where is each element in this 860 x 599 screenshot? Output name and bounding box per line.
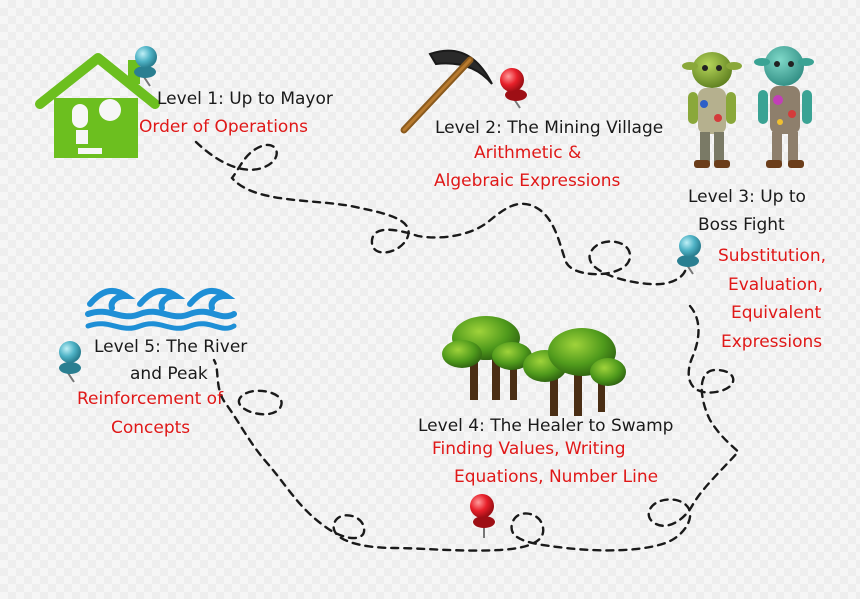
dashed-loop-level5 [237,389,283,416]
pin-icon-level-5 [59,341,81,383]
waves-icon [85,287,237,331]
level-5-topic-line-2: Concepts [111,418,191,438]
level-4-title: Level 4: The Healer to Swamp [418,416,674,436]
pin-icon-level-1 [134,46,157,87]
goblins-icon [682,46,814,168]
level-3-topic-line-4: Expressions [721,332,823,352]
dashed-trail [194,140,688,286]
level-3-topic-line-1: Substitution, [718,246,827,266]
level-4-topic-line-1: Finding Values, Writing [432,439,626,459]
level-2-title: Level 2: The Mining Village [435,118,664,138]
pin-icon-level-2 [500,68,527,109]
level-5-topic-line-1: Reinforcement of [77,389,224,409]
pickaxe-icon [400,49,493,134]
level-4-topic-line-2: Equations, Number Line [454,467,659,487]
level-3-topic-line-2: Evaluation, [728,275,824,295]
dashed-trail-2 [212,304,740,552]
level-2-topic-line-2: Algebraic Expressions [434,171,621,191]
level-2-topic-line-1: Arithmetic & [474,143,582,163]
level-5-title-line-2: and Peak [130,364,208,384]
level-1-title: Level 1: Up to Mayor [157,89,333,109]
trees-icon [442,316,626,416]
pin-icon-level-4 [470,494,495,538]
level-5-title-line-1: Level 5: The River [94,337,248,357]
level-3-topic-line-3: Equivalent [731,303,822,323]
level-1-topic: Order of Operations [139,117,308,137]
level-3-title-line-2: Boss Fight [698,215,785,235]
pin-icon-level-3 [677,235,701,275]
level-3-title-line-1: Level 3: Up to [688,187,806,207]
house-icon [35,53,160,158]
